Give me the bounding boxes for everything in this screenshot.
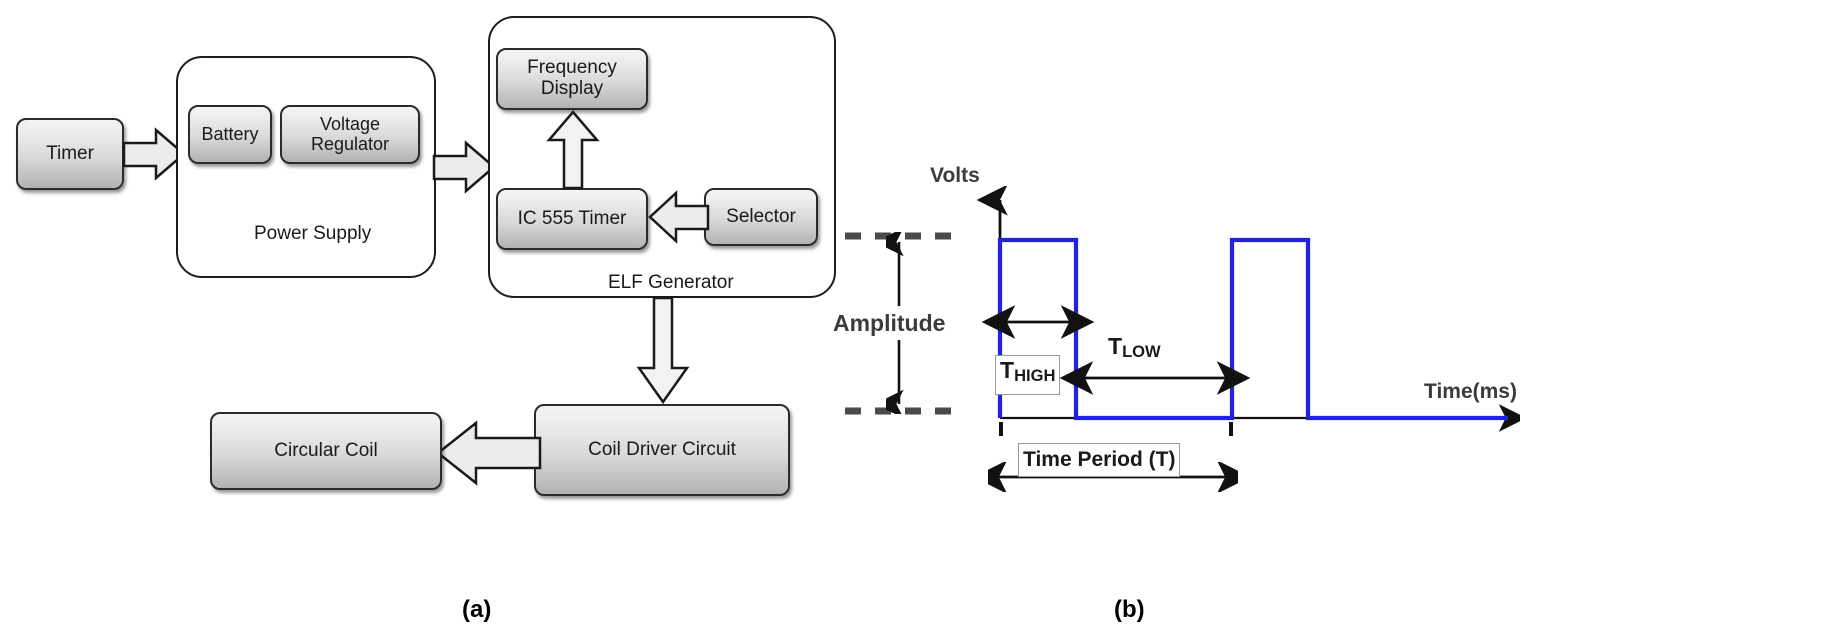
arrow-elf-generator-to-coil-driver <box>636 296 690 404</box>
arrow-power-supply-to-elf-generator <box>432 140 496 194</box>
arrow-coil-driver-to-circular-coil <box>436 420 542 486</box>
circular-coil-block-label: Circular Coil <box>274 439 378 461</box>
volts-axis-label: Volts <box>930 164 980 187</box>
t-high-label-main: T <box>1000 357 1015 383</box>
coil-driver-circuit-block-label: Coil Driver Circuit <box>588 438 736 460</box>
arrow-selector-to-ic555 <box>648 190 710 244</box>
voltage-regulator-block[interactable]: Voltage Regulator <box>280 105 420 164</box>
ic-555-timer-block[interactable]: IC 555 Timer <box>496 188 648 250</box>
caption-b: (b) <box>1114 596 1145 623</box>
power-supply-group <box>176 56 436 278</box>
selector-block[interactable]: Selector <box>704 188 818 246</box>
timer-block-label: Timer <box>46 142 94 164</box>
battery-block[interactable]: Battery <box>188 105 272 164</box>
coil-driver-circuit-block[interactable]: Coil Driver Circuit <box>534 404 790 496</box>
selector-block-label: Selector <box>726 205 796 227</box>
elf-generator-group-label: ELF Generator <box>608 272 734 293</box>
caption-a: (a) <box>462 596 492 623</box>
power-supply-group-label: Power Supply <box>254 223 372 244</box>
t-low-label-main: T <box>1108 333 1123 359</box>
amplitude-top-guide-line <box>845 232 955 240</box>
battery-block-label: Battery <box>201 123 259 144</box>
arrow-timer-to-power-supply <box>122 127 186 181</box>
t-low-label-sub: LOW <box>1122 342 1161 361</box>
time-period-label: Time Period (T) <box>1018 443 1181 477</box>
amplitude-bottom-guide-line <box>845 407 955 415</box>
time-axis-label: Time(ms) <box>1424 380 1517 403</box>
frequency-display-block-label: Frequency Display <box>527 57 617 99</box>
circular-coil-block[interactable]: Circular Coil <box>210 412 442 490</box>
timer-block[interactable]: Timer <box>16 118 124 190</box>
arrow-ic555-to-frequency-display <box>546 110 600 190</box>
t-low-label: TLOW <box>1108 333 1161 361</box>
ic-555-timer-block-label: IC 555 Timer <box>517 207 627 229</box>
amplitude-label: Amplitude <box>833 310 946 336</box>
amplitude-measure-arrow <box>886 232 904 414</box>
frequency-display-block[interactable]: Frequency Display <box>496 48 648 110</box>
time-period-measure-arrow <box>988 462 1238 492</box>
voltage-regulator-block-label: Voltage Regulator <box>310 113 390 154</box>
t-high-label-sub: HIGH <box>1014 366 1056 385</box>
